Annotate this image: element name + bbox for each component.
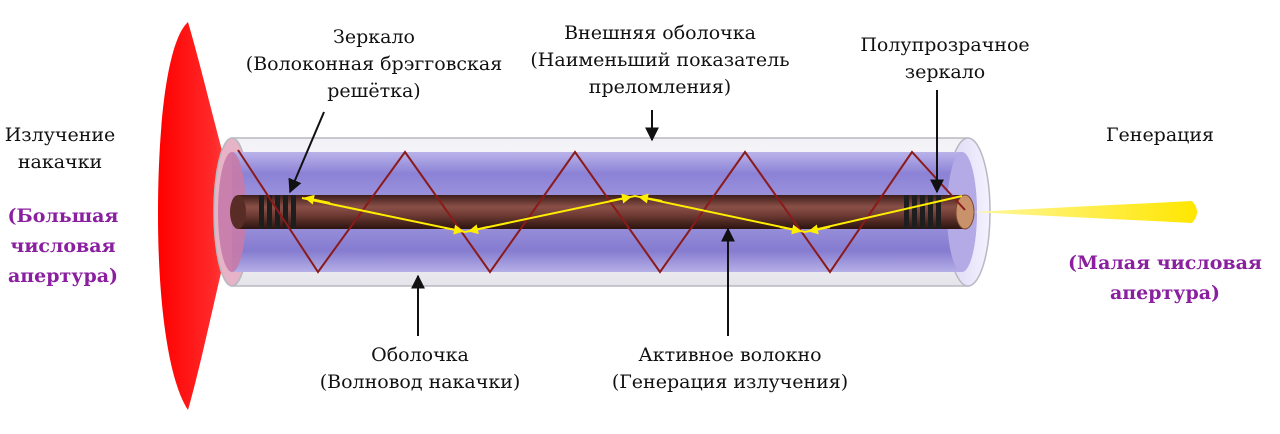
mirror-arrow xyxy=(288,111,325,194)
pump-radiation-label: Излучение накачки xyxy=(4,124,116,173)
cladding-label: Оболочка (Волновод накачки) xyxy=(319,344,521,393)
generation-label: Генерация xyxy=(1105,124,1215,146)
pump-ray-zigzag xyxy=(237,149,966,274)
laser-ray xyxy=(301,194,963,234)
outer-cladding-label: Внешняя оболочка (Наименьший показатель … xyxy=(530,22,790,98)
bragg-grating-right xyxy=(904,195,941,229)
mirror-label: Зеркало (Волоконная брэгговская решётка) xyxy=(245,26,503,102)
pump-cone xyxy=(158,22,238,410)
output-na-label: (Малая числовая апертура) xyxy=(1068,252,1262,304)
output-beam xyxy=(972,201,1197,223)
active-fiber-label: Активное волокно (Генерация излучения) xyxy=(611,344,849,393)
semi-mirror-label: Полупрозрачное зеркало xyxy=(860,34,1030,83)
pump-na-label: (Большая числовая апертура) xyxy=(7,205,119,287)
callout-arrows xyxy=(288,90,944,336)
laser-ray-arrows xyxy=(304,193,831,235)
